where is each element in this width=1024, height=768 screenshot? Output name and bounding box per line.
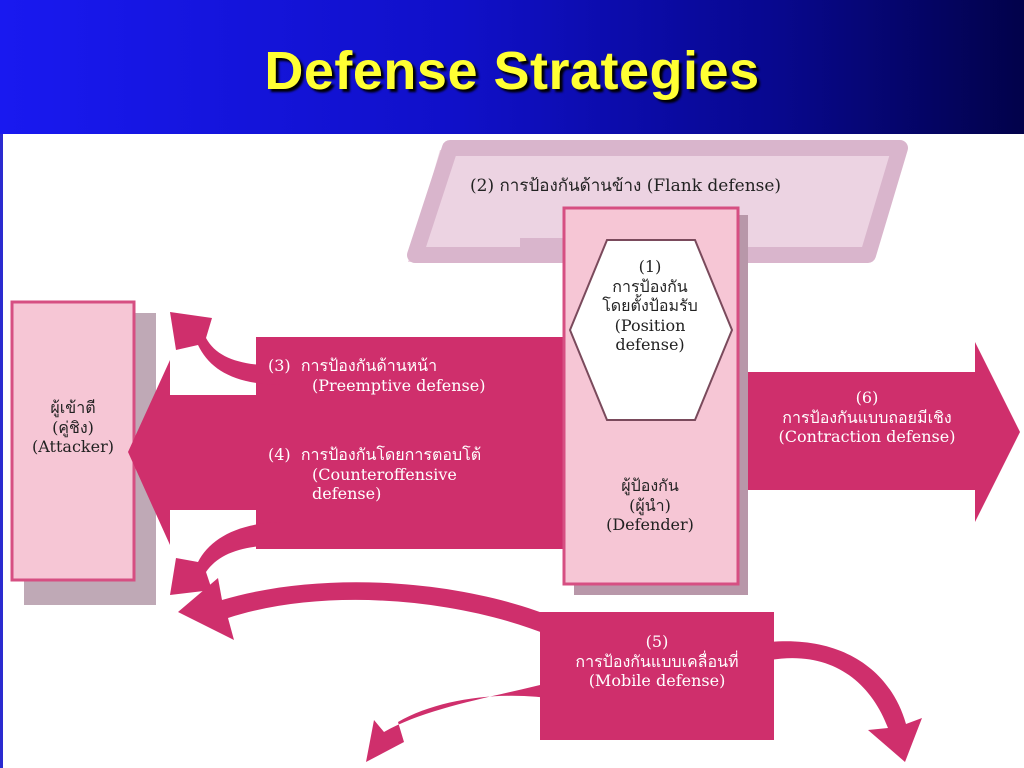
position-number: (1) [638, 257, 662, 276]
contraction-thai: การป้องกันแบบถอยมีเชิง [782, 407, 952, 427]
mobile-bottom-left-arrow [366, 680, 560, 762]
counter-label: (4) การป้องกันโดยการตอบโต้ (Counteroffen… [268, 445, 481, 504]
contraction-label: (6) การป้องกันแบบถอยมีเชิง (Contraction … [752, 388, 982, 447]
mobile-thai: การป้องกันแบบเคลื่อนที่ [575, 651, 739, 671]
left-border [0, 134, 3, 768]
contraction-arrow [730, 342, 1020, 522]
preemptive-thai: การป้องกันด้านหน้า [300, 356, 438, 375]
title-bar [0, 0, 1024, 134]
contraction-en: (Contraction defense) [778, 427, 956, 447]
flank-band [407, 140, 908, 263]
position-hexagon [568, 239, 734, 421]
attacker-thai-2: (คู่ชิง) [52, 417, 94, 437]
counter-en-1: (Counteroffensive [312, 464, 457, 484]
flank-band-shadow [408, 150, 902, 262]
mobile-en: (Mobile defense) [588, 671, 726, 691]
counter-en-2: defense) [312, 484, 382, 504]
contraction-number: (6) [855, 388, 879, 407]
counter-number: (4) [268, 445, 291, 464]
position-thai-1: การป้องกัน [612, 276, 688, 296]
mobile-box [540, 612, 774, 740]
position-en-2: defense) [615, 335, 685, 355]
lower-curved-arrow [170, 522, 285, 595]
mobile-label: (5) การป้องกันแบบเคลื่อนที่ (Mobile defe… [545, 632, 769, 691]
preemptive-number: (3) [268, 356, 291, 375]
position-thai-2: โดยตั้งป้อมรับ [602, 296, 698, 316]
center-left-arrow [128, 360, 270, 545]
attacker-thai: ผู้เข้าตี [50, 398, 96, 417]
defender-en: (Defender) [606, 515, 694, 535]
attacker-label: ผู้เข้าตี (คู่ชิง) (Attacker) [18, 398, 128, 457]
mobile-bottom-right-arrow [770, 641, 922, 762]
position-en-1: (Position [614, 315, 686, 335]
mobile-left-arrow [178, 578, 560, 640]
preemptive-label: (3) การป้องกันด้านหน้า (Preemptive defen… [268, 356, 485, 395]
slide-title: Defense Strategies [264, 41, 760, 101]
attacker-en: (Attacker) [32, 437, 114, 457]
preemptive-en: (Preemptive defense) [312, 375, 486, 395]
flank-label: (2) การป้องกันด้านข้าง (Flank defense) [470, 176, 782, 196]
upper-curved-arrow [170, 312, 285, 385]
mobile-number: (5) [645, 632, 669, 651]
attacker-box [10, 300, 136, 582]
counter-thai: การป้องกันโดยการตอบโต้ [300, 445, 482, 464]
counter-banner [256, 337, 586, 549]
position-label: (1) การป้องกัน โดยตั้งป้อมรับ (Position … [585, 257, 715, 355]
defender-thai-2: (ผู้นำ) [629, 495, 671, 515]
defender-thai: ผู้ป้องกัน [621, 476, 679, 495]
defender-label: ผู้ป้องกัน (ผู้นำ) (Defender) [585, 476, 715, 535]
